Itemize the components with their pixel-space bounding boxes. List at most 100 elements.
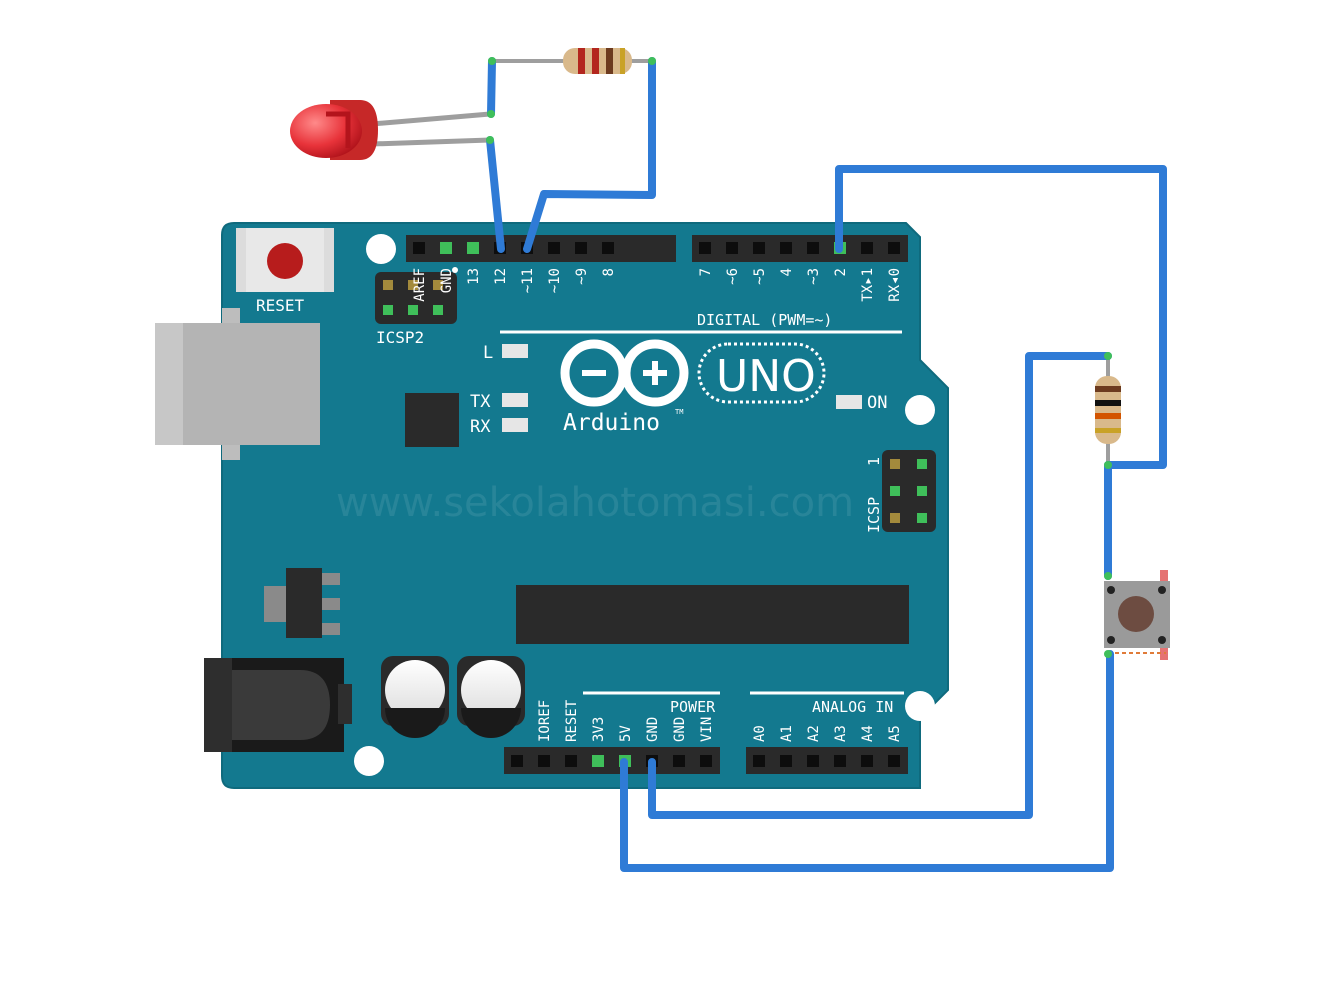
wire-gnd-led[interactable] [486, 136, 505, 253]
wire-5v-button[interactable] [620, 650, 1114, 872]
wires [486, 57, 1167, 872]
header-pin[interactable] [726, 242, 738, 254]
uno-badge [697, 342, 826, 404]
header-pin[interactable] [888, 242, 900, 254]
mounting-hole [905, 395, 935, 425]
header-pin[interactable] [834, 755, 846, 767]
logo-minus-icon [582, 370, 606, 376]
brand-label: Arduino [563, 410, 660, 436]
header-pin[interactable] [673, 755, 685, 767]
header-pin[interactable] [440, 242, 452, 254]
usb-port [155, 308, 320, 460]
usb-chip [405, 393, 459, 447]
led-on [836, 395, 862, 409]
pin-label: RESET [564, 699, 580, 742]
header-pin[interactable] [602, 242, 614, 254]
power-jack [204, 658, 352, 752]
header-pin[interactable] [807, 242, 819, 254]
mounting-hole [354, 746, 384, 776]
header-pin[interactable] [861, 242, 873, 254]
power-header [504, 747, 720, 774]
digital-header-right [692, 235, 908, 262]
pin-label: A0 [752, 725, 768, 742]
header-pin[interactable] [538, 755, 550, 767]
capacitor [381, 656, 449, 738]
wire-pin2-button[interactable] [835, 165, 1167, 580]
header-pin[interactable] [807, 755, 819, 767]
microcontroller-chip [516, 585, 909, 644]
pin-label: A2 [806, 725, 822, 742]
icsp2-header [375, 267, 458, 324]
pin-label: 2 [833, 268, 849, 276]
tm-label: TM [675, 408, 683, 416]
pin-label: TX▸1 [860, 268, 876, 302]
watermark: www.sekolahotomasi.com [336, 480, 854, 526]
led-red-component[interactable] [290, 100, 491, 160]
pin-label: VIN [699, 717, 715, 742]
header-pin[interactable] [888, 755, 900, 767]
wire-pin13-resistor[interactable] [523, 57, 656, 253]
logo-plus-vertical [652, 361, 658, 385]
arduino-board: RESET ICSP2 L TX RX ON [155, 222, 949, 789]
header-pin[interactable] [780, 242, 792, 254]
header-pin[interactable] [699, 242, 711, 254]
pin-label: 5V [618, 725, 634, 742]
pin-label: GND [645, 717, 661, 742]
resistor-2-component[interactable] [1095, 356, 1121, 466]
reset-button[interactable] [236, 228, 334, 292]
header-pin[interactable] [467, 242, 479, 254]
wire-gnd-resistor[interactable] [648, 352, 1112, 819]
header-pin[interactable] [511, 755, 523, 767]
icsp-pin1-label: 1 [865, 457, 883, 466]
capacitor [457, 656, 525, 738]
mounting-hole [905, 691, 935, 721]
header-pin[interactable] [753, 242, 765, 254]
voltage-regulator [264, 568, 340, 638]
pin-label: 3V3 [591, 717, 607, 742]
pin-label: 4 [779, 268, 795, 276]
pin-label: A5 [887, 725, 903, 742]
header-pin[interactable] [780, 755, 792, 767]
pin-label: 8 [601, 268, 617, 276]
header-pin[interactable] [700, 755, 712, 767]
header-pin[interactable] [592, 755, 604, 767]
pin-label: A1 [779, 725, 795, 742]
header-pin[interactable] [565, 755, 577, 767]
pin-label: A3 [833, 725, 849, 742]
pin-label: GND [672, 717, 688, 742]
pin-label: ~10 [547, 268, 563, 293]
pin-label: A4 [860, 725, 876, 742]
icsp-label: ICSP [865, 497, 883, 533]
pin-label: ~9 [574, 268, 590, 285]
arduino-logo-icon [560, 339, 689, 407]
led-l [502, 344, 528, 358]
uno-label: UNO [716, 351, 816, 402]
pin-label: ~11 [520, 268, 536, 293]
pin-label: 12 [493, 268, 509, 285]
pin-label: IOREF [537, 700, 553, 742]
header-pin[interactable] [753, 755, 765, 767]
pin-label: 13 [466, 268, 482, 285]
resistor-1-component[interactable] [492, 48, 652, 74]
header-pin[interactable] [861, 755, 873, 767]
analog-header [746, 747, 908, 774]
led-tx [502, 393, 528, 407]
pin-label: RX◂0 [887, 268, 903, 302]
pin-label: 7 [698, 268, 714, 276]
wire-led-resistor[interactable] [487, 57, 496, 118]
push-button-component[interactable] [1104, 570, 1170, 660]
header-pin[interactable] [413, 242, 425, 254]
pin-label: ~6 [725, 268, 741, 285]
pin-label: ~5 [752, 268, 768, 285]
wire-endpoints [486, 57, 1112, 658]
header-pin[interactable] [548, 242, 560, 254]
icsp-header [882, 450, 936, 532]
reset-label: RESET [256, 296, 305, 315]
icsp2-label: ICSP2 [376, 328, 424, 347]
header-pin[interactable] [575, 242, 587, 254]
pin-label: AREF [412, 268, 428, 302]
led-l-label: L [483, 343, 493, 363]
